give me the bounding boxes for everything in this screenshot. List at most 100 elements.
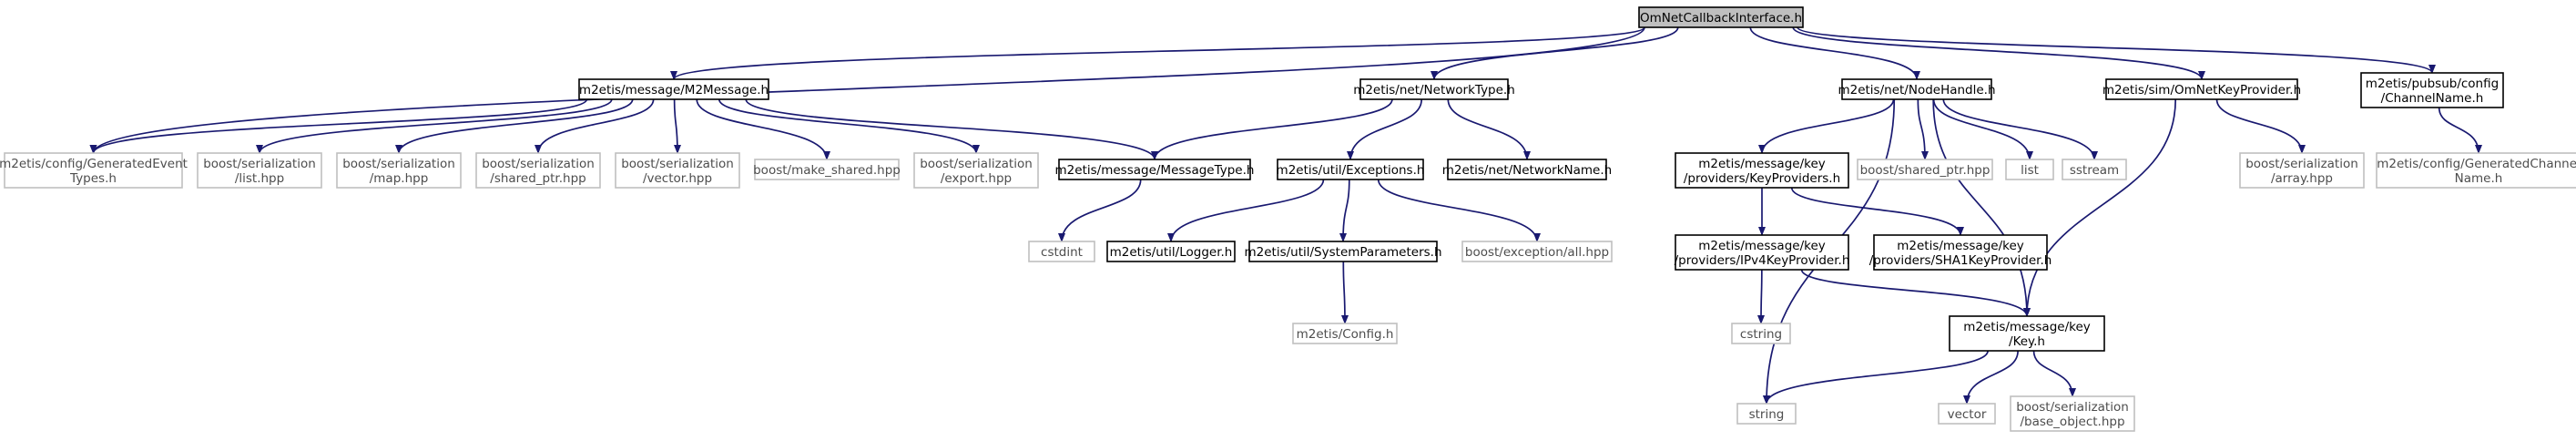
node-label: /providers/SHA1KeyProvider.h <box>1869 253 2052 268</box>
node-label: /export.hpp <box>941 171 1012 186</box>
node-label: m2etis/net/NetworkName.h <box>1442 163 1612 178</box>
node-vector: vector <box>1938 403 1996 425</box>
node-box <box>2010 395 2135 432</box>
node-box <box>913 152 1039 189</box>
node-string: string <box>1736 403 1797 425</box>
node-m2message[interactable]: m2etis/message/M2Message.h <box>578 78 769 100</box>
node-messagetype[interactable]: m2etis/message/MessageType.h <box>1055 159 1255 180</box>
node-box <box>1841 78 1992 100</box>
node-box <box>2105 78 2298 100</box>
node-channelname[interactable]: m2etis/pubsub/config/ChannelName.h <box>2360 72 2504 108</box>
edge-m2message-to-ser_sharedptr <box>535 98 655 154</box>
node-box <box>578 78 769 100</box>
node-ser_map: boost/serialization/map.hpp <box>336 152 462 189</box>
edge-systemparameters-to-config <box>1340 261 1349 324</box>
node-label: Name.h <box>2455 171 2503 186</box>
node-box <box>1447 159 1607 180</box>
node-label: m2etis/message/key <box>1698 239 1826 253</box>
edge-m2message-to-ser_export <box>718 98 980 154</box>
edge-root-to-channelname <box>1797 26 2436 74</box>
node-networkname[interactable]: m2etis/net/NetworkName.h <box>1442 159 1612 180</box>
node-label: m2etis/pubsub/config <box>2366 77 2499 91</box>
edge-exceptions-to-systemparameters <box>1339 179 1350 242</box>
node-label: vector <box>1948 407 1987 422</box>
node-label: /base_object.hpp <box>2020 415 2124 429</box>
node-label: cstring <box>1740 327 1782 342</box>
node-label: boost/serialization <box>342 157 455 171</box>
edge-omnetkeyprovider-to-key <box>2023 98 2177 317</box>
edge-m2message-to-messagetype <box>745 98 1158 160</box>
node-box <box>615 152 740 189</box>
node-box <box>1106 241 1236 262</box>
node-ser_list: boost/serialization/list.hpp <box>197 152 322 189</box>
node-label: m2etis/util/SystemParameters.h <box>1244 245 1441 260</box>
node-omnetkeyprovider[interactable]: m2etis/sim/OmNetKeyProvider.h <box>2103 78 2301 100</box>
edge-exceptions-to-exception_all <box>1377 179 1541 242</box>
node-box <box>1675 152 1849 189</box>
node-box <box>1248 241 1438 262</box>
edge-nodehandle-to-shared_ptr <box>1917 98 1929 160</box>
node-label: cstdint <box>1041 245 1083 260</box>
node-label: /array.hpp <box>2271 171 2333 186</box>
node-root[interactable]: OmNetCallbackInterface.h <box>1638 6 1804 28</box>
node-keyproviders[interactable]: m2etis/message/key/providers/KeyProvider… <box>1675 152 1849 189</box>
edge-m2message-to-ser_map <box>395 98 634 154</box>
node-box <box>2239 152 2365 189</box>
node-nodehandle[interactable]: m2etis/net/NodeHandle.h <box>1838 78 1996 100</box>
node-ser_sharedptr: boost/serialization/shared_ptr.hpp <box>475 152 601 189</box>
node-make_shared: boost/make_shared.hpp <box>753 159 901 180</box>
node-box <box>2376 152 2576 189</box>
node-box <box>1949 315 2105 352</box>
node-box <box>2062 159 2127 180</box>
node-systemparameters[interactable]: m2etis/util/SystemParameters.h <box>1244 241 1442 262</box>
node-ser_vector: boost/serialization/vector.hpp <box>615 152 740 189</box>
dependency-edges <box>89 26 2482 405</box>
edge-key-to-ser_base_object <box>2032 350 2076 397</box>
node-ser_export: boost/serialization/export.hpp <box>913 152 1039 189</box>
edge-networktype-to-networkname <box>1447 98 1531 160</box>
node-sha1keyprovider[interactable]: m2etis/message/key/providers/SHA1KeyProv… <box>1869 234 2052 271</box>
node-networktype[interactable]: m2etis/net/NetworkType.h <box>1353 78 1515 100</box>
node-logger[interactable]: m2etis/util/Logger.h <box>1106 241 1236 262</box>
node-label: /providers/KeyProviders.h <box>1684 171 1840 186</box>
node-label: m2etis/net/NetworkType.h <box>1353 83 1515 97</box>
file-nodes: OmNetCallbackInterface.h m2etis/message/M… <box>0 6 2576 432</box>
node-key[interactable]: m2etis/message/key/Key.h <box>1949 315 2105 352</box>
node-box <box>475 152 601 189</box>
node-box <box>2360 72 2504 108</box>
node-box <box>1938 403 1996 425</box>
node-label: m2etis/message/key <box>1963 320 2091 334</box>
node-label: m2etis/config/GeneratedChannel <box>2377 157 2576 171</box>
edge-messagetype-to-cstdint <box>1058 179 1142 242</box>
node-sstream: sstream <box>2062 159 2127 180</box>
node-ipv4keyprovider[interactable]: m2etis/message/key/providers/IPv4KeyProv… <box>1675 234 1850 271</box>
edge-key-to-vector <box>1963 350 2019 405</box>
node-exception_all: boost/exception/all.hpp <box>1461 241 1613 262</box>
node-box <box>1857 159 1993 180</box>
node-label: /shared_ptr.hpp <box>490 171 585 186</box>
node-ser_array: boost/serialization/array.hpp <box>2239 152 2365 189</box>
edge-exceptions-to-logger <box>1167 179 1325 242</box>
node-shared_ptr: boost/shared_ptr.hpp <box>1857 159 1993 180</box>
edge-ipv4keyprovider-to-cstring <box>1757 269 1766 324</box>
node-label: /Key.h <box>2009 334 2045 349</box>
node-exceptions[interactable]: m2etis/util/Exceptions.h <box>1277 159 1425 180</box>
node-label: m2etis/util/Exceptions.h <box>1277 163 1425 178</box>
edge-omnetkeyprovider-to-ser_array <box>2215 98 2306 154</box>
node-box <box>1461 241 1613 262</box>
node-label: /providers/IPv4KeyProvider.h <box>1675 253 1850 268</box>
edge-ipv4keyprovider-to-key <box>1800 269 2031 317</box>
node-label: Types.h <box>69 171 117 186</box>
node-box <box>4 152 183 189</box>
node-label: m2etis/sim/OmNetKeyProvider.h <box>2103 83 2301 97</box>
node-label: /ChannelName.h <box>2381 91 2484 106</box>
node-list: list <box>2005 159 2054 180</box>
node-box <box>1277 159 1424 180</box>
node-label: boost/serialization <box>920 157 1033 171</box>
edge-m2message-to-ser_vector <box>673 98 681 154</box>
node-ser_base_object: boost/serialization/base_object.hpp <box>2010 395 2135 432</box>
node-label: m2etis/Config.h <box>1297 327 1394 342</box>
node-label: /map.hpp <box>370 171 429 186</box>
